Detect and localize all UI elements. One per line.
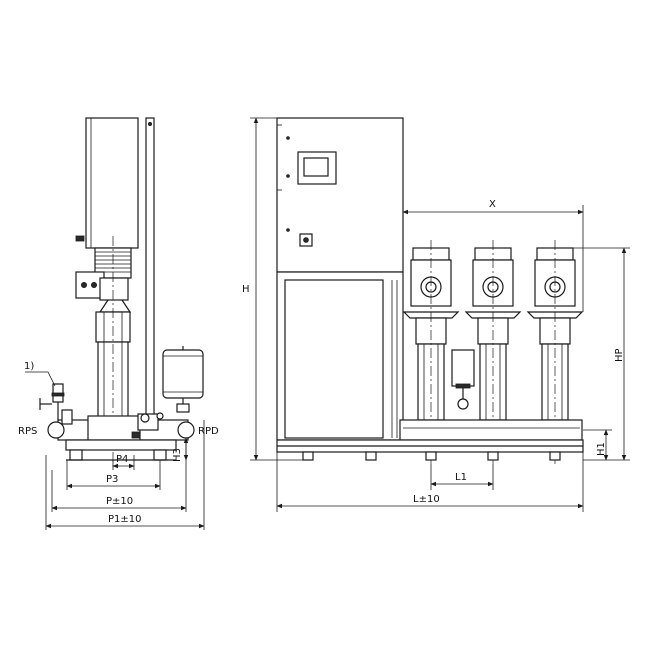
p4-label: P4 [116,454,128,465]
rpd-label: RPD [198,426,219,437]
hp-label: HP [614,348,625,362]
pump-3 [526,240,584,464]
l-tol-label: L±10 [413,494,440,505]
p-tol-label: P±10 [106,496,133,507]
expansion-vessel [162,349,204,399]
rpd-flange [177,421,195,439]
front-manifold [399,419,583,441]
side-terminal-box [75,271,105,299]
side-cabinet-post [145,117,155,419]
side-view: 1) RPS RPD H3 P4 P3 P±10 P1±10 [18,117,219,530]
rps-label: RPS [18,426,37,437]
h1-label: H1 [596,442,607,456]
note-ref-label: 1) [24,361,34,372]
p1-tol-label: P1±10 [108,514,142,525]
pump-1 [402,240,460,464]
x-label: X [489,199,496,210]
pump-2 [464,240,522,464]
p3-label: P3 [106,474,118,485]
rps-flange [47,421,65,439]
h3-label: H3 [172,448,183,462]
side-cabinet [85,117,139,249]
front-cabinet [276,117,404,273]
h-label: H [242,284,250,295]
front-view: H X HP H1 L1 L±10 [242,117,630,512]
l1-label: L1 [455,472,467,483]
